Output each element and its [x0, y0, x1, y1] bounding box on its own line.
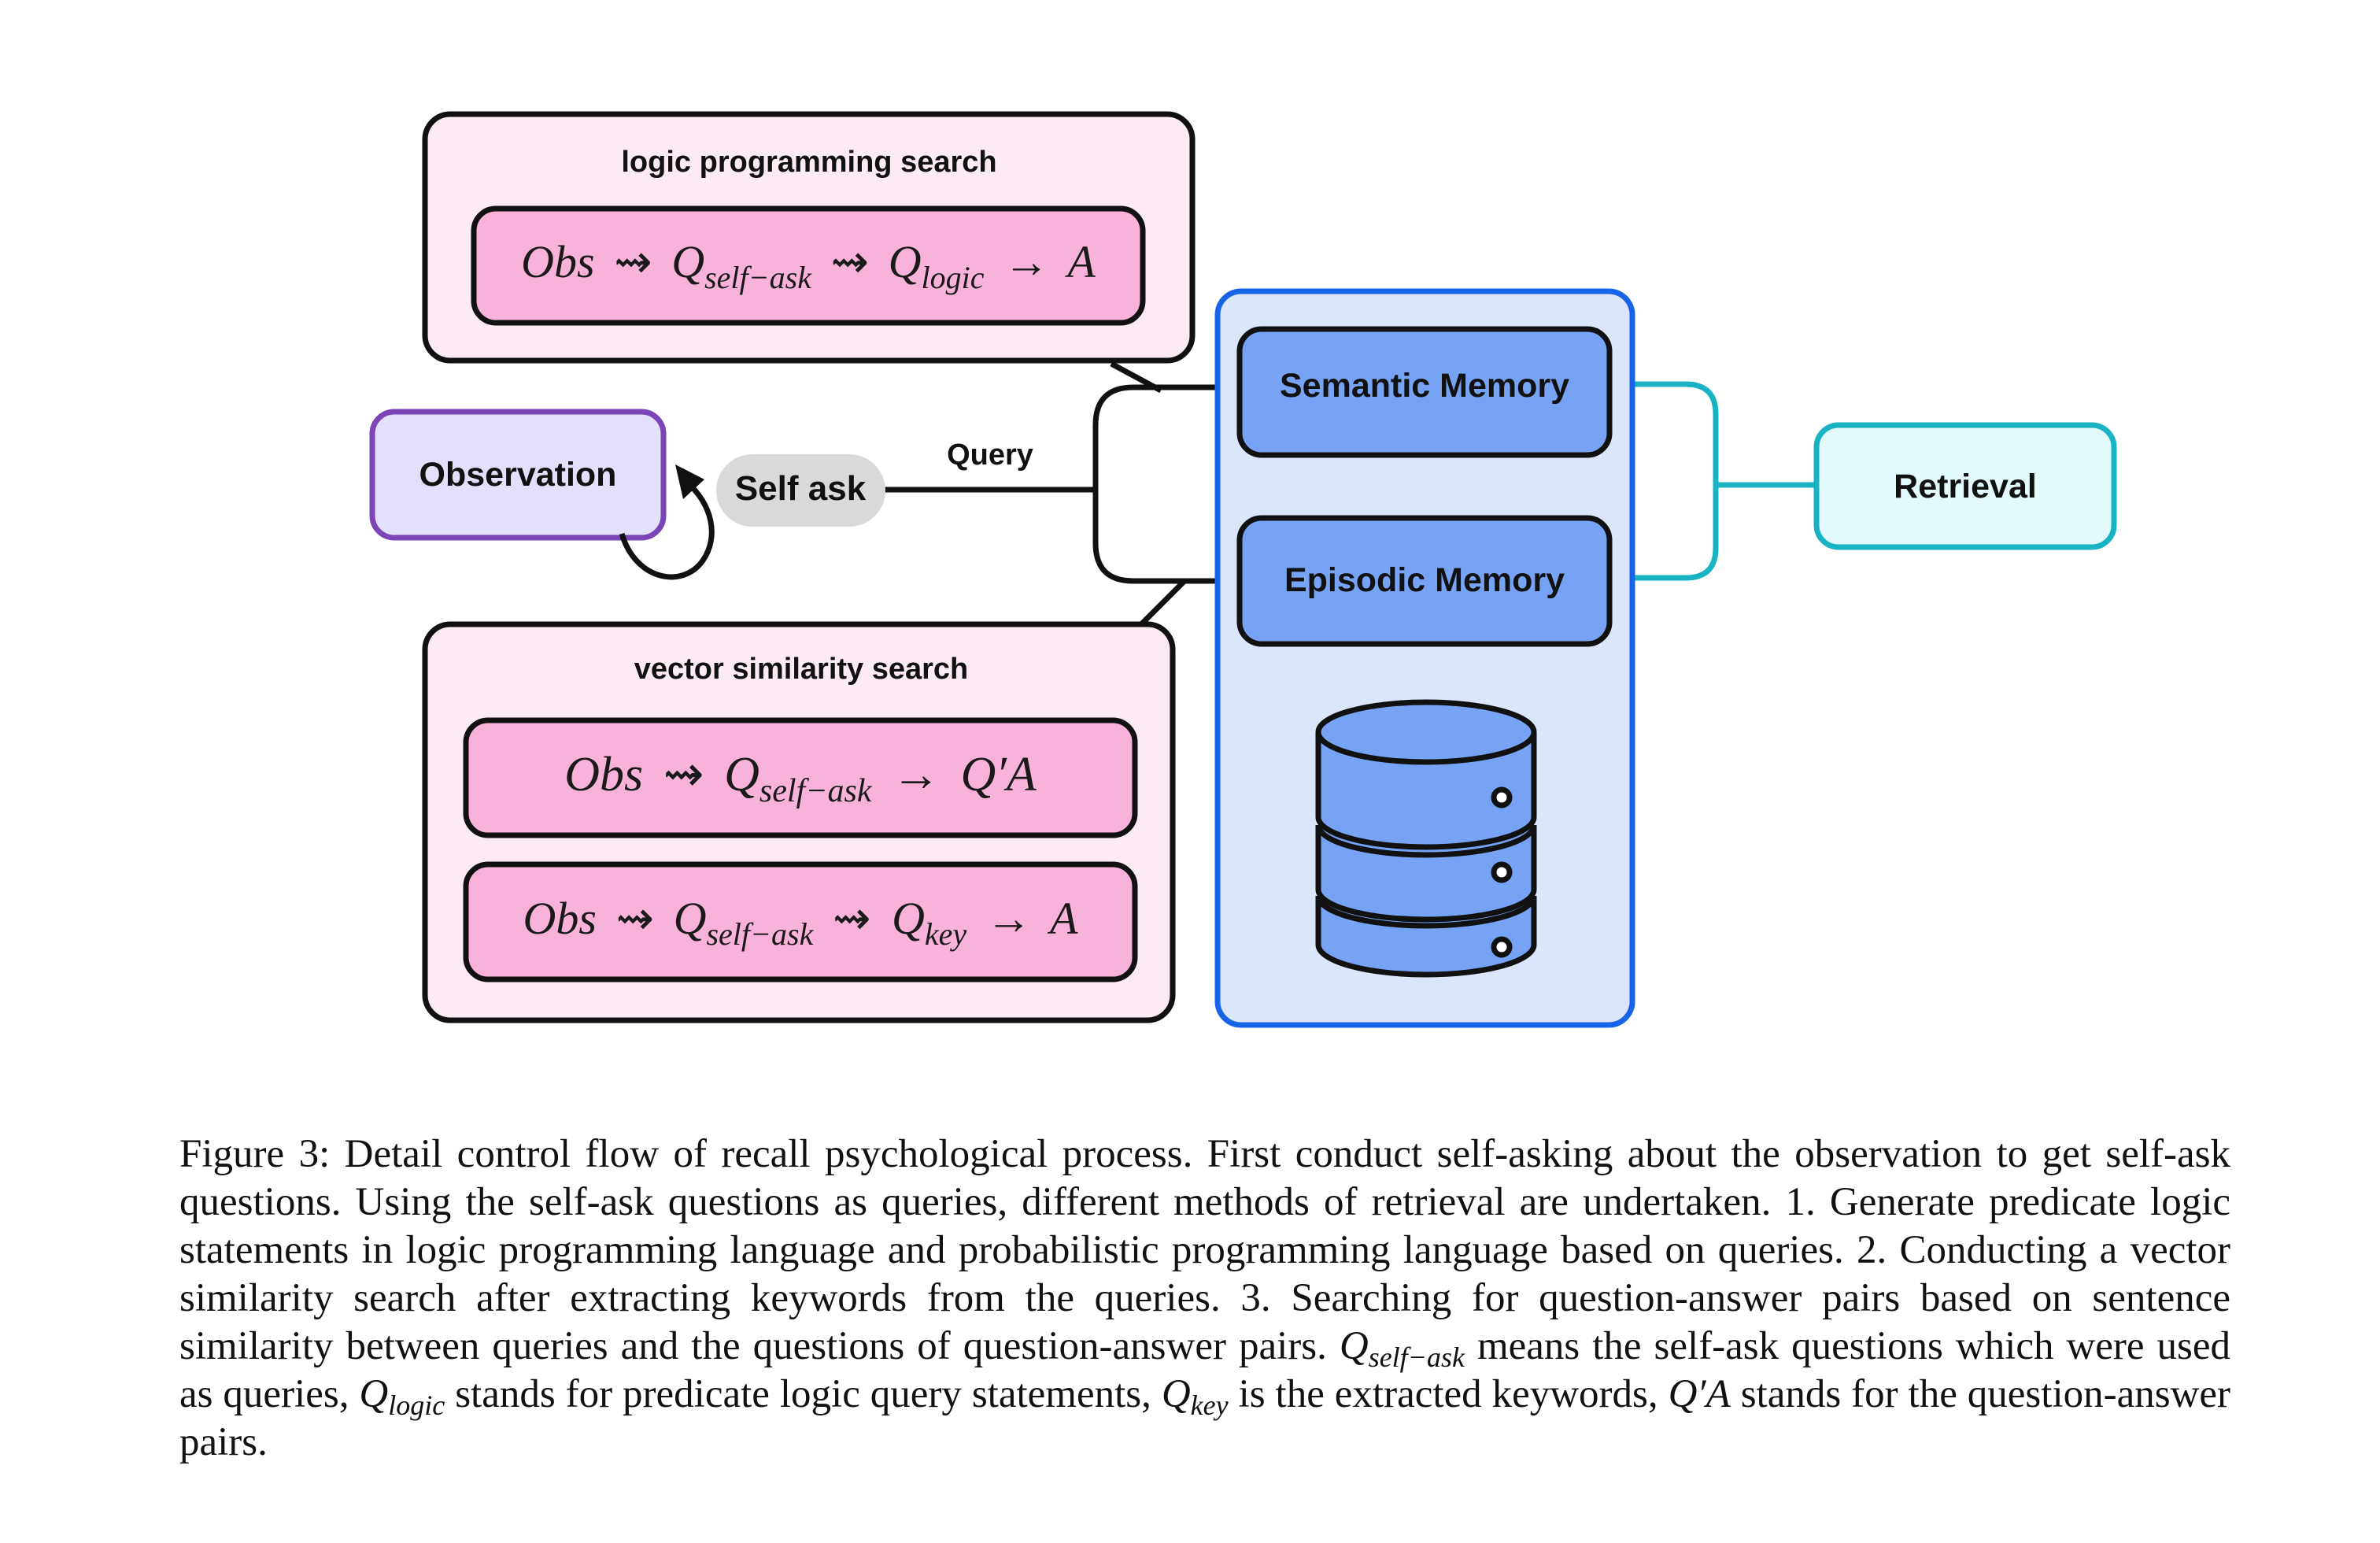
vector-formula-box-2	[463, 861, 1138, 982]
self-ask-node: Self ask	[716, 454, 885, 527]
retrieval-label: Retrieval	[1894, 468, 2037, 505]
connector-lines	[883, 361, 1237, 628]
vector-box-title: vector similarity search	[634, 653, 969, 686]
vector-similarity-search-box: vector similarity search Obs ⇝ Qself−ask…	[422, 621, 1176, 1023]
vector-formula-box-1	[463, 717, 1138, 838]
observation-node: Observation	[369, 409, 667, 541]
loop-arrow-icon	[619, 464, 715, 580]
logic-box-connector	[1110, 361, 1162, 394]
logic-programming-search-box: logic programming search Obs ⇝ Qself−ask…	[422, 111, 1196, 364]
query-branch-connector	[883, 384, 1237, 584]
memory-panel: Semantic Memory Episodic Memory	[1214, 288, 1635, 1028]
self-ask-label: Self ask	[735, 469, 867, 508]
semantic-memory-label: Semantic Memory	[1280, 367, 1569, 405]
logic-formula-box	[471, 205, 1146, 326]
control-flow-diagram: logic programming search Obs ⇝ Qself−ask…	[369, 111, 2117, 1028]
vector-box-connector	[1137, 579, 1187, 628]
logic-formula: Obs ⇝ Qself−ask ⇝ Qlogic → A	[521, 236, 1096, 298]
vector-formula-1: Obs ⇝ Qself−ask → Q′A	[564, 748, 1037, 812]
vector-formula-2: Obs ⇝ Qself−ask ⇝ Qkey → A	[523, 893, 1079, 955]
retrieval-node: Retrieval	[1813, 422, 2117, 550]
logic-box-title: logic programming search	[621, 146, 996, 179]
episodic-memory-node: Episodic Memory	[1236, 515, 1613, 647]
query-label: Query	[947, 438, 1033, 472]
figure-caption: Figure 3: Detail control flow of recall …	[179, 1130, 2230, 1467]
observation-label: Observation	[419, 456, 617, 494]
episodic-memory-label: Episodic Memory	[1284, 561, 1565, 599]
caption-text: Figure 3: Detail control flow of recall …	[179, 1132, 2231, 1464]
database-icon	[1315, 699, 1537, 978]
retrieval-connector	[1609, 381, 1816, 581]
semantic-memory-node: Semantic Memory	[1236, 326, 1613, 458]
